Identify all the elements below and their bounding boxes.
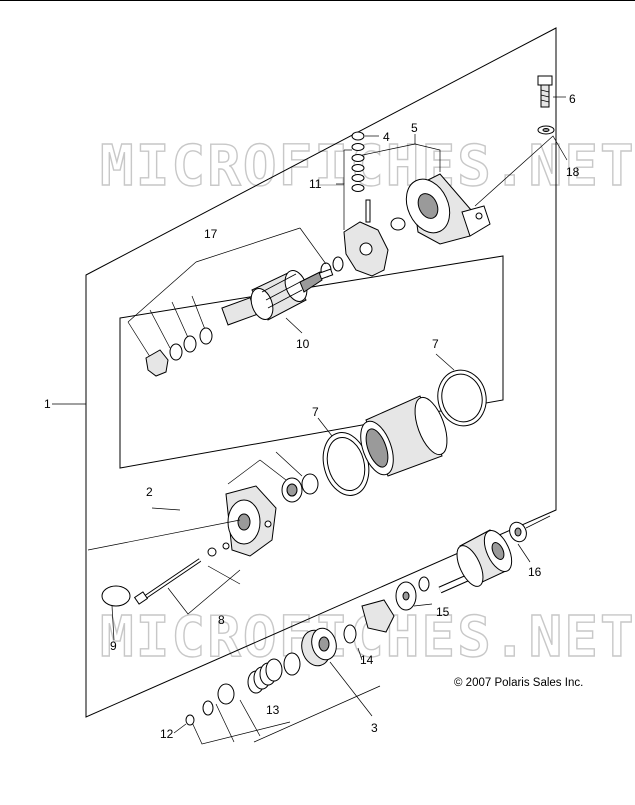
yoke-subframe (119, 255, 504, 469)
callout-1: 1 (44, 397, 51, 411)
leader-7b (317, 417, 333, 437)
callout-17: 17 (204, 227, 218, 241)
armature-10 (221, 268, 334, 326)
bushing (390, 217, 406, 231)
leader-8 (167, 569, 241, 615)
leader-17e (149, 309, 171, 349)
leader-17c (127, 261, 197, 323)
washer-18 (537, 125, 555, 135)
callout-15: 15 (436, 605, 450, 619)
washer-small-a (207, 547, 217, 557)
callout-4: 4 (383, 130, 390, 144)
gear-shaft-16 (438, 521, 527, 594)
callout-8: 8 (218, 613, 225, 627)
leader-bearing-b (259, 459, 287, 481)
leader-17d (127, 321, 153, 361)
callout-14: 14 (360, 653, 374, 667)
leader-bearing (227, 459, 261, 485)
leader-7a (435, 353, 455, 371)
callout-9: 9 (110, 639, 117, 653)
callout-5: 5 (411, 121, 418, 135)
callout-16: 16 (528, 565, 542, 579)
leader-5 (357, 143, 441, 172)
end-housing-5 (405, 173, 491, 245)
leader-2 (151, 507, 181, 511)
leader-17g (191, 295, 207, 333)
leader-16-axis (525, 515, 551, 529)
callout-7-right: 7 (432, 337, 439, 351)
washer-set-17-left (145, 327, 213, 377)
pinion-gear-3 (301, 627, 337, 667)
copyright-notice: © 2007 Polaris Sales Inc. (454, 677, 583, 689)
nut-washer-stack-4-11 (351, 131, 365, 192)
o-ring-7-left-inner (326, 437, 366, 491)
leader-2b (87, 519, 241, 551)
washer-small-b (222, 542, 230, 550)
leader-9 (111, 605, 115, 641)
leader-15 (413, 603, 433, 607)
leader-10 (285, 317, 303, 334)
callout-7-left: 7 (312, 405, 319, 419)
callout-10: 10 (296, 337, 310, 351)
callout-3: 3 (371, 721, 378, 735)
callout-2: 2 (146, 485, 153, 499)
callout-6: 6 (569, 92, 576, 106)
spring-13 (217, 652, 301, 705)
gear-housing-2 (225, 485, 277, 557)
callout-13: 13 (266, 703, 280, 717)
leader-18 (474, 135, 568, 207)
gasket-9 (101, 585, 131, 607)
bolt-6 (537, 75, 553, 108)
leader-8b (207, 565, 241, 585)
yoke-housing (360, 395, 448, 477)
o-ring-7-right-inner (441, 373, 483, 423)
bearing (281, 473, 319, 503)
leader-3 (329, 661, 373, 717)
leader-16 (517, 543, 531, 563)
assembly-frame (85, 27, 557, 718)
leader-13b (215, 703, 235, 743)
leader-13c (239, 699, 261, 737)
watermark-top: MICROFICHES.NET (100, 134, 635, 199)
callout-11: 11 (309, 177, 322, 191)
leader-12 (173, 723, 187, 734)
washer-set-12 (185, 700, 214, 726)
callout-18: 18 (566, 165, 580, 179)
through-bolt-8 (133, 558, 202, 605)
leader-13 (189, 717, 291, 745)
leader-13d (253, 685, 381, 743)
leader-bearing-c (275, 451, 303, 477)
leader-14 (357, 647, 363, 661)
leader-17f (171, 301, 191, 343)
washer-set-15 (395, 576, 430, 611)
brush-plate (343, 199, 389, 277)
clutch-14 (343, 599, 395, 644)
leader-17 (195, 227, 301, 263)
leader-17b (299, 227, 327, 265)
callout-12: 12 (160, 727, 174, 741)
